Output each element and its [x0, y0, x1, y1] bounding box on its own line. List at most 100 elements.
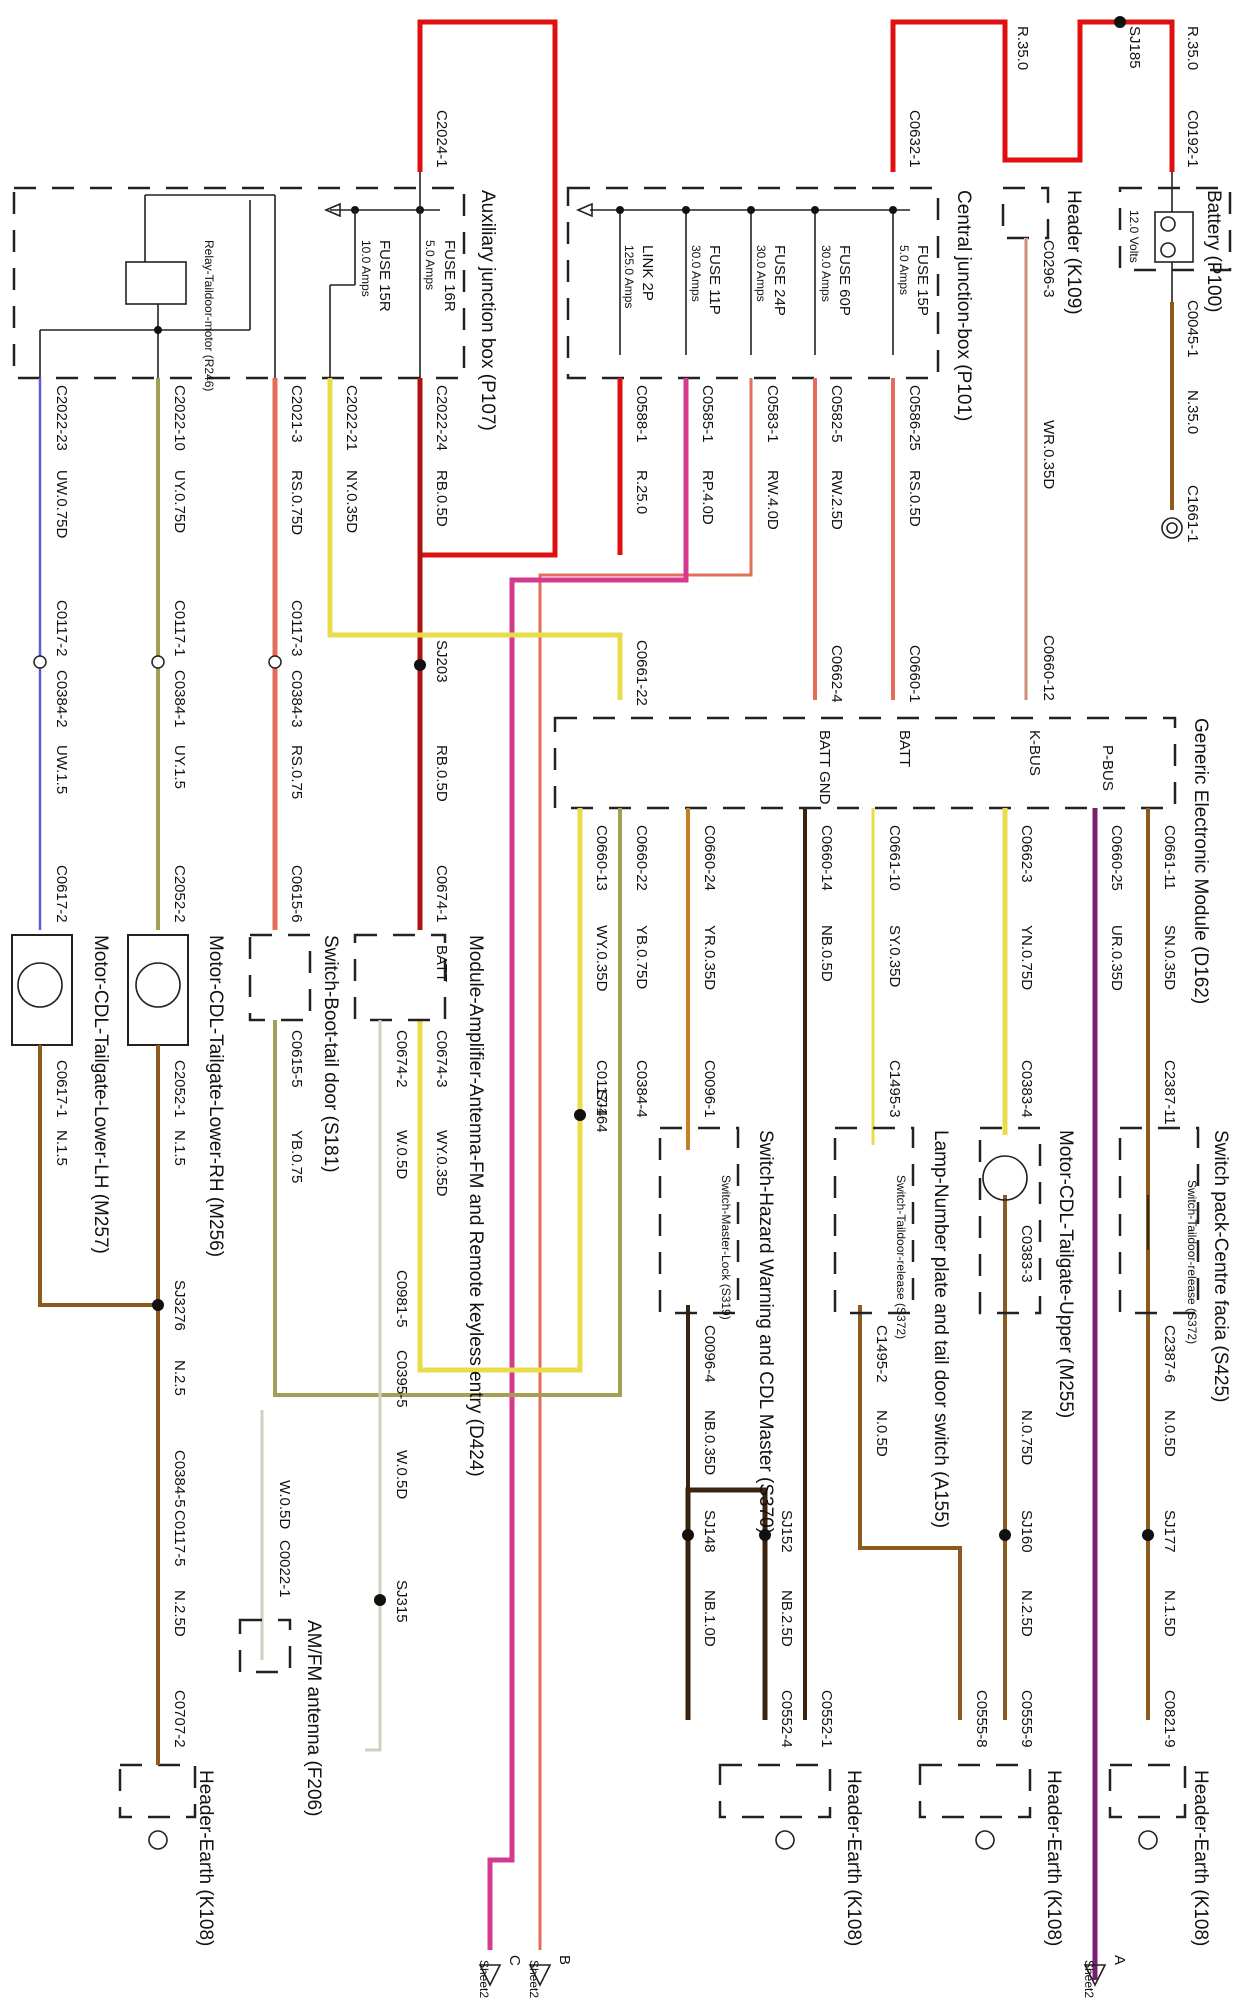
- label-fuse24p-amps: 30.0 Amps: [754, 245, 768, 302]
- sj315-splice: [374, 1594, 386, 1606]
- feed-r35-wire-b: [1045, 19, 1175, 172]
- header-earths: [118, 1763, 1187, 1850]
- label-n15-rh: N.1.5: [171, 1130, 188, 1166]
- boot-switch-s181: [248, 933, 312, 1022]
- label-antenna: AM/FM antenna (F206): [303, 1620, 324, 1816]
- label-c0583: C0583-1: [764, 385, 781, 443]
- label-wy035d-c3: WY.0.35D: [433, 1130, 450, 1197]
- label-nb035d: NB.0.35D: [701, 1410, 718, 1475]
- label-n25d: N.2.5D: [171, 1590, 188, 1637]
- label-rb05d: RB.0.5D: [433, 470, 450, 527]
- motor-upper-m255: [978, 1126, 1042, 1315]
- switch-pack-s425: [1118, 1126, 1200, 1315]
- label-c2052-1: C2052-1: [171, 1060, 188, 1118]
- label-sj160: SJ160: [1018, 1510, 1035, 1553]
- wire-rp40d: [487, 378, 689, 1950]
- label-pbus: P-BUS: [1099, 745, 1116, 791]
- label-c0660-22: C0660-22: [633, 825, 650, 891]
- ground-icon: [1161, 517, 1183, 539]
- sj203-splice: [414, 659, 426, 671]
- label-sj148: SJ148: [701, 1510, 718, 1553]
- label-rb05d-2: RB.0.5D: [433, 745, 450, 802]
- label-header-k109: Header (K109): [1063, 190, 1084, 315]
- motor-icon: [135, 962, 181, 1008]
- motor-lower-lh-m257: [11, 934, 73, 1046]
- sheet-off-page-arrows: [478, 1964, 1107, 1987]
- label-n25: N.2.5: [171, 1360, 188, 1396]
- feed-r25-wire: [417, 19, 558, 558]
- label-c0552-1: C0552-1: [818, 1690, 835, 1748]
- label-fuse60p-amps: 30.0 Amps: [819, 245, 833, 302]
- label-switch-pack: Switch pack-Centre facia (S425): [1210, 1130, 1231, 1402]
- label-c: C: [506, 1955, 523, 1966]
- hazard-switch-s370: [658, 1126, 740, 1315]
- battery-p100: [1118, 172, 1232, 539]
- label-nb05d: NB.0.5D: [818, 925, 835, 982]
- label-r35b: R.35.0: [1014, 26, 1031, 70]
- label-c0707-2: C0707-2: [171, 1690, 188, 1748]
- label-nb10d: NB.1.0D: [701, 1590, 718, 1647]
- label-c0660-12: C0660-12: [1040, 635, 1057, 701]
- motor-icon: [17, 962, 63, 1008]
- inline-connectors: [33, 655, 282, 669]
- label-uw15: UW.1.5: [53, 745, 70, 794]
- label-motor-rh: Motor-CDL-Tailgate-Lower-RH (M256): [205, 935, 226, 1257]
- label-c2022-10: C2022-10: [171, 385, 188, 451]
- sj164-splice: [574, 1109, 586, 1121]
- ground-icon: [775, 1830, 795, 1850]
- ground-icon: [975, 1830, 995, 1850]
- label-c0585: C0585-1: [699, 385, 716, 443]
- label-c0383-4: C0383-4: [1018, 1060, 1035, 1118]
- gem-output-wires: [273, 808, 1150, 1980]
- wire-rw40d: [538, 378, 753, 1950]
- label-rp40d: RP.4.0D: [699, 470, 716, 525]
- label-wr035d: WR.0.35D: [1040, 420, 1057, 489]
- main-power-feed: [417, 19, 1175, 558]
- label-battery: Battery (P100): [1203, 190, 1224, 313]
- feed-r35-wire-a: [890, 19, 1045, 172]
- label-c0674-1: C0674-1: [433, 865, 450, 923]
- label-c0395-5: C0395-5: [393, 1350, 410, 1408]
- label-link2p-amps: 125.0 Amps: [622, 245, 636, 308]
- label-rw40d: RW.4.0D: [764, 470, 781, 530]
- label-fuse15r-amps: 10.0 Amps: [359, 240, 373, 297]
- sj148-splice: [682, 1529, 694, 1541]
- sj152-splice: [759, 1529, 771, 1541]
- label-wy035d: WY.0.35D: [593, 925, 610, 992]
- label-sheet2-c: Sheet2: [477, 1960, 491, 1998]
- label-batt: BATT: [896, 730, 913, 767]
- label-c0022-1: C0022-1: [276, 1540, 293, 1598]
- label-fuse15r: FUSE 15R: [376, 240, 393, 312]
- label-motor-upper: Motor-CDL-Tailgate-Upper (M255): [1055, 1130, 1076, 1418]
- label-c0117-3: C0117-3: [288, 600, 305, 656]
- label-a: A: [1111, 1955, 1128, 1965]
- label-fuse60p: FUSE 60P: [836, 245, 853, 316]
- label-c0660-25: C0660-25: [1108, 825, 1125, 891]
- label-fuse16r: FUSE 16R: [441, 240, 458, 312]
- label-switch-pack-inner: Switch-Taildoor-release (S372): [1185, 1180, 1199, 1344]
- label-n05d-lamp: N.0.5D: [873, 1410, 890, 1457]
- label-rs05d: RS.0.5D: [906, 470, 923, 527]
- cjb-output-wires: [487, 378, 895, 1950]
- label-c0582: C0582-5: [828, 385, 845, 443]
- label-c0384-5: C0384-5: [171, 1450, 188, 1508]
- label-c0383-3: C0383-3: [1018, 1225, 1035, 1283]
- label-c0588: C0588-1: [633, 385, 650, 443]
- battery-plus-icon: [1160, 216, 1176, 232]
- label-c1495-3: C1495-3: [886, 1060, 903, 1118]
- label-c0117-2: C0117-2: [53, 600, 70, 656]
- motor-lower-rh-m256: [127, 934, 189, 1046]
- label-c0674-3: C0674-3: [433, 1030, 450, 1088]
- label-link2p: LINK 2P: [639, 245, 656, 301]
- label-c2387-6: C2387-6: [1161, 1325, 1178, 1383]
- label-c0555-8: C0555-8: [973, 1690, 990, 1748]
- ajb-output-wires: [38, 378, 623, 930]
- label-c2387-11: C2387-11: [1161, 1060, 1178, 1125]
- label-c0660-24: C0660-24: [701, 825, 718, 891]
- lamp-a155: [833, 1126, 915, 1315]
- label-n350: N.35.0: [1184, 390, 1201, 434]
- label-sy035d: SY.0.35D: [886, 925, 903, 987]
- label-c0660-13: C0660-13: [593, 825, 610, 891]
- ground-icon: [148, 1830, 168, 1850]
- label-gem: Generic Electronic Module (D162): [1190, 718, 1211, 1004]
